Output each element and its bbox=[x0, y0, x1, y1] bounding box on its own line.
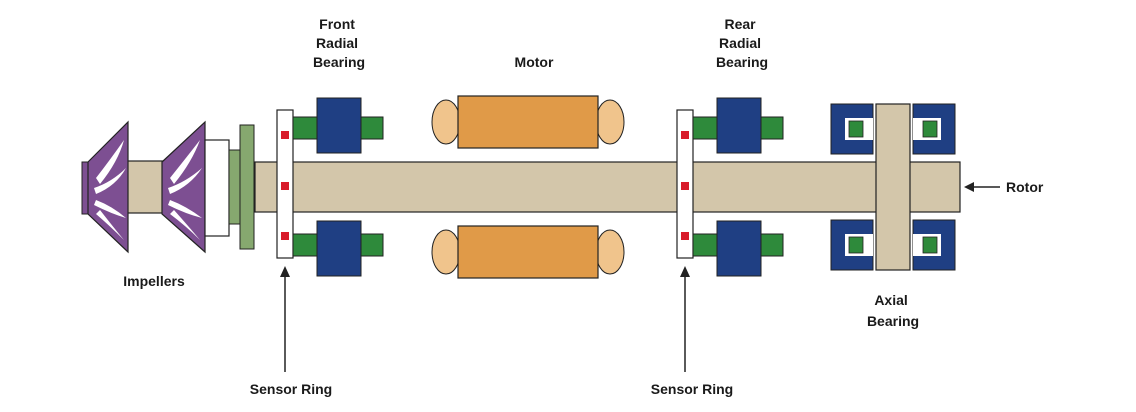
arrow-up-icon bbox=[280, 266, 290, 372]
impeller-left bbox=[81, 120, 129, 254]
rear-radial-bearing-label: Rear Radial Bearing bbox=[716, 16, 768, 70]
front-radial-bearing-label: Front Radial Bearing bbox=[313, 16, 365, 70]
front-radial-bearing-bottom bbox=[292, 220, 384, 277]
motor-top bbox=[431, 95, 625, 149]
motor-bottom bbox=[431, 225, 625, 279]
white-collar bbox=[204, 139, 230, 237]
rotor-shaft bbox=[254, 161, 961, 213]
front-sensor-ring bbox=[276, 109, 294, 259]
motor-label: Motor bbox=[515, 54, 554, 70]
seal-flange bbox=[239, 124, 255, 250]
rotor-label: Rotor bbox=[1006, 179, 1044, 195]
axial-bearing-label: Axial Bearing bbox=[867, 292, 919, 329]
impellers-label: Impellers bbox=[123, 273, 185, 289]
impeller-right bbox=[161, 120, 206, 254]
sensor-ring-rear-label: Sensor Ring bbox=[651, 381, 733, 397]
rear-sensor-ring bbox=[676, 109, 694, 259]
front-radial-bearing-top bbox=[292, 97, 384, 154]
rear-radial-bearing-top bbox=[692, 97, 784, 154]
axial-bearing bbox=[830, 103, 956, 271]
arrow-left-icon bbox=[964, 182, 1000, 192]
arrow-up-icon bbox=[680, 266, 690, 372]
rear-radial-bearing-bottom bbox=[692, 220, 784, 277]
seal-plate bbox=[228, 149, 241, 225]
sensor-ring-front-label: Sensor Ring bbox=[250, 381, 332, 397]
